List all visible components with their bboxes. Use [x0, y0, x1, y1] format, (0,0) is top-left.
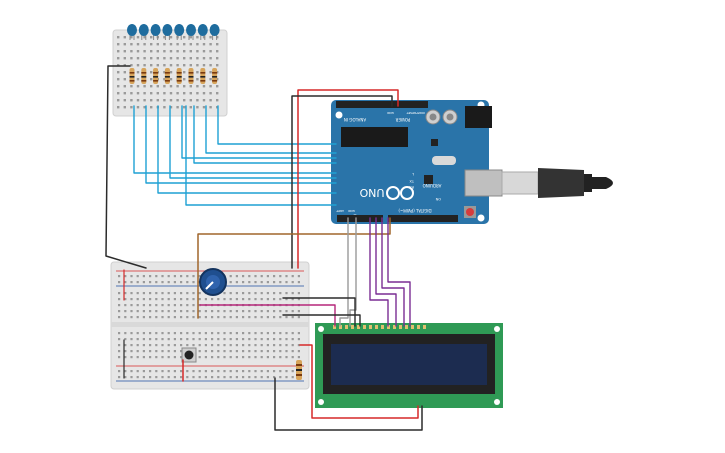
pushbutton[interactable] — [181, 347, 197, 363]
lcd-pin — [345, 325, 348, 329]
resistor — [176, 68, 182, 84]
led-array — [127, 24, 220, 40]
resistor — [164, 68, 170, 84]
led — [186, 24, 196, 40]
lcd-pin — [381, 325, 384, 329]
wiring — [105, 65, 423, 431]
arduino-digital-label: DIGITAL (PWM~) — [398, 208, 432, 213]
arduino-logo — [386, 186, 414, 200]
lcd-pin — [423, 325, 426, 329]
arduino-uno-board: UNO ARDUINO DIGITAL (PWM~) POWER ANALOG … — [331, 100, 503, 224]
potentiometer[interactable] — [199, 268, 227, 296]
arduino-reset-label: RESET — [406, 111, 416, 115]
arduino-l-label: L — [412, 172, 414, 176]
arduino-on-label: ON — [435, 197, 441, 201]
lcd-pin — [411, 325, 414, 329]
led — [162, 24, 173, 40]
led — [127, 24, 137, 40]
resistor — [212, 68, 218, 84]
lcd-pin — [405, 325, 408, 329]
led — [150, 24, 161, 40]
arduino-rx-label: RX — [409, 185, 414, 189]
led — [209, 24, 220, 40]
resistor — [129, 68, 135, 84]
resistor — [153, 68, 159, 84]
lcd-pin — [375, 325, 378, 329]
led — [197, 24, 208, 40]
usb-cable — [501, 168, 613, 198]
arduino-model-label: UNO — [359, 186, 384, 199]
arduino-tx-label: TX — [409, 179, 415, 183]
lcd-pin — [387, 325, 390, 329]
resistor — [141, 68, 147, 84]
lcd-16x2-display — [315, 323, 503, 408]
lcd-pin — [333, 325, 336, 329]
arduino-power-label: POWER — [395, 117, 410, 122]
led — [174, 24, 185, 40]
arduino-aref-label: AREF — [336, 209, 344, 213]
lcd-pin — [369, 325, 372, 329]
lcd-pin — [357, 325, 360, 329]
lcd-pin — [339, 325, 342, 329]
arduino-analog-label: ANALOG IN — [344, 117, 366, 122]
resistor — [200, 68, 206, 84]
lcd-pin — [351, 325, 354, 329]
lcd-pin — [399, 325, 402, 329]
lcd-pin — [393, 325, 396, 329]
led — [138, 24, 149, 40]
resistor-array — [129, 68, 218, 84]
resistor — [188, 68, 194, 84]
arduino-ioref-label: IOREF — [416, 111, 425, 115]
arduino-brand-label: ARDUINO — [423, 183, 442, 188]
arduino-gnd-label: GND — [347, 209, 355, 213]
lcd-pin — [363, 325, 366, 329]
resistor-main — [296, 360, 302, 380]
arduino-gnd-power-label: GND — [386, 111, 394, 115]
lcd-pin — [417, 325, 420, 329]
